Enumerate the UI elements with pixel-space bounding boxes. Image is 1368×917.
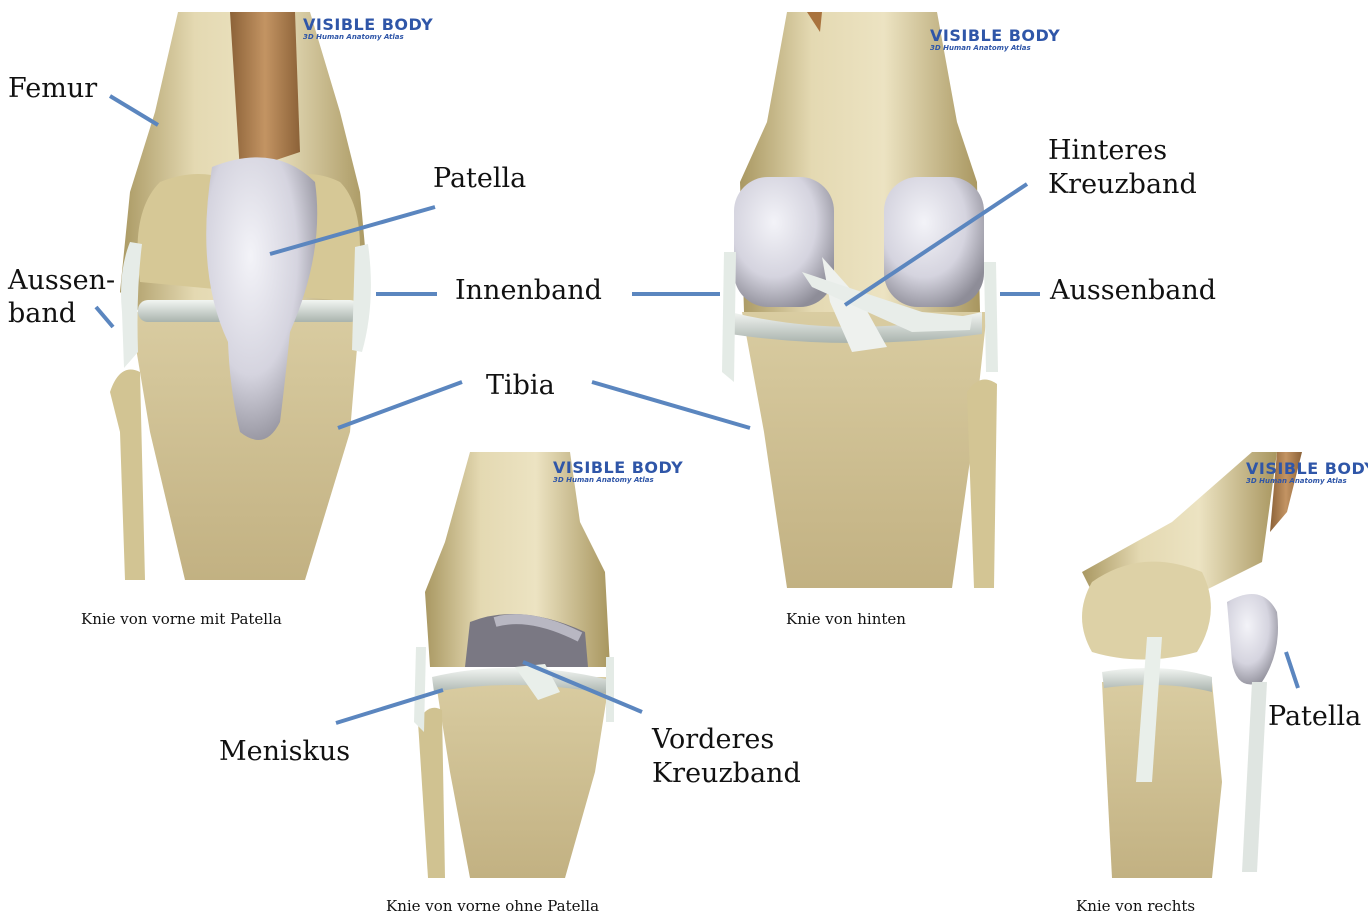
caption-front-with-patella: Knie von vorne mit Patella xyxy=(81,610,282,628)
leader-tibia-back xyxy=(592,382,750,428)
leader-vorderes-kreuzband xyxy=(523,662,642,712)
label-aussenband-front-line1: Aussen- xyxy=(8,264,115,298)
leader-tibia-front xyxy=(338,382,462,428)
label-hinteres-kreuzband-line2: Kreuzband xyxy=(1048,168,1197,202)
label-meniskus: Meniskus xyxy=(219,735,350,769)
label-aussenband-front-line2: band xyxy=(8,297,76,331)
label-patella-front: Patella xyxy=(433,162,526,196)
leader-patella-right xyxy=(1286,652,1298,688)
leader-patella-front xyxy=(270,207,435,254)
caption-back: Knie von hinten xyxy=(786,610,906,628)
label-tibia: Tibia xyxy=(486,369,555,403)
label-patella-right: Patella xyxy=(1268,700,1361,734)
caption-right: Knie von rechts xyxy=(1076,897,1195,915)
label-hinteres-kreuzband-line1: Hinteres xyxy=(1048,134,1167,168)
leader-meniskus xyxy=(336,690,443,723)
leader-femur xyxy=(110,96,158,125)
label-femur: Femur xyxy=(8,72,97,106)
leader-aussenband-front xyxy=(96,307,113,327)
label-vorderes-kreuzband-line1: Vorderes xyxy=(652,723,774,757)
caption-front-without-patella: Knie von vorne ohne Patella xyxy=(386,897,599,915)
leader-hinteres-kreuzband xyxy=(845,184,1027,305)
label-aussenband-back: Aussenband xyxy=(1050,274,1216,308)
label-vorderes-kreuzband-line2: Kreuzband xyxy=(652,757,801,791)
label-innenband: Innenband xyxy=(455,274,602,308)
